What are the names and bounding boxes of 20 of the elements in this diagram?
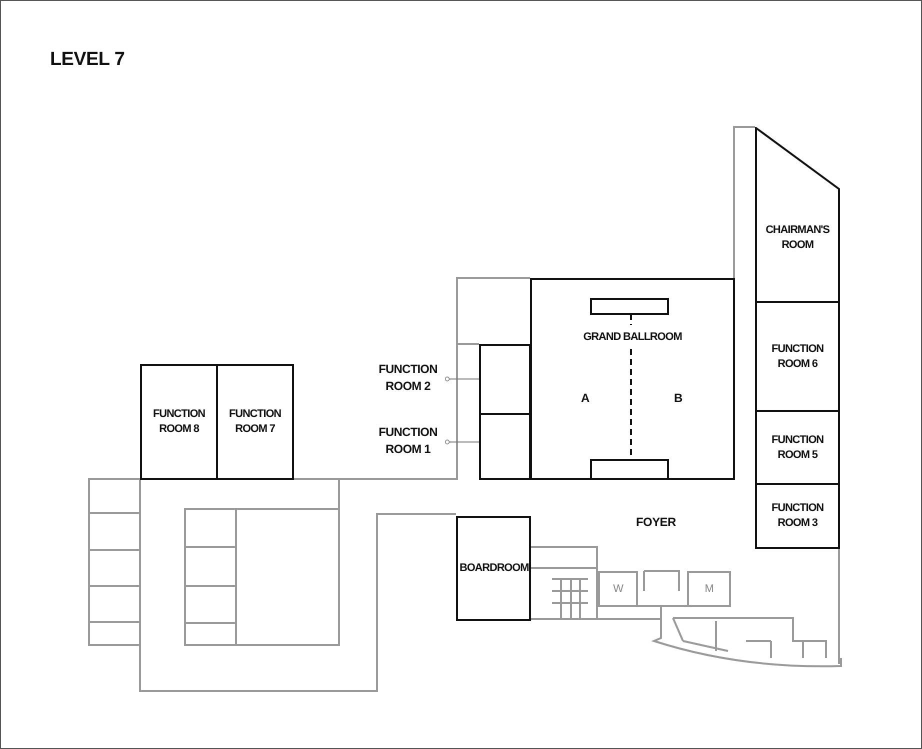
area-label: A [581,391,590,405]
floor-title: LEVEL 7 [50,49,125,71]
room [479,413,531,480]
area-label: FOYER [636,515,676,529]
room-label: FUNCTION ROOM 1 [373,424,443,460]
room [755,410,840,485]
leader-line [444,376,480,382]
leader-line [444,440,480,444]
room [140,364,218,480]
restroom [598,571,638,607]
room [755,127,840,303]
room [755,483,840,549]
room [479,344,531,415]
area-label: B [674,391,682,405]
room [530,278,735,480]
room [456,516,531,621]
room [216,364,294,480]
room [755,301,840,412]
room-label: FUNCTION ROOM 2 [373,361,443,397]
restroom [687,571,731,607]
